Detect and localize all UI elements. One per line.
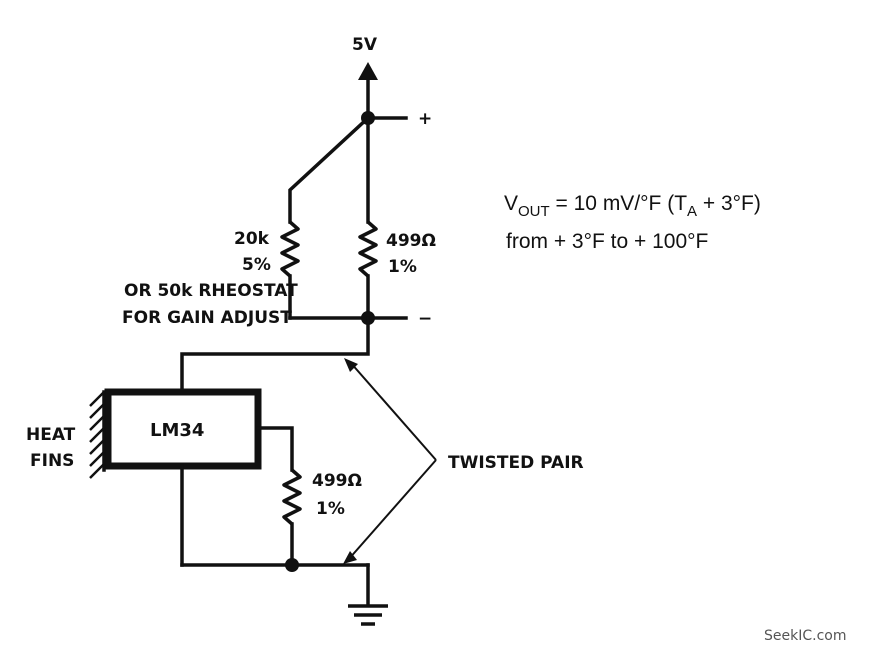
supply-label: 5V bbox=[352, 35, 378, 55]
top-resistor-tolerance: 1% bbox=[388, 257, 417, 277]
equation-middle: = 10 mV/°F (T bbox=[550, 192, 688, 215]
lm34-right-lead bbox=[256, 426, 294, 472]
minus-terminal-label: − bbox=[418, 309, 432, 329]
top-resistor-value: 499Ω bbox=[386, 231, 436, 251]
top-resistor bbox=[358, 220, 378, 278]
lm34-label: LM34 bbox=[150, 420, 204, 441]
rheostat-tolerance: 5% bbox=[242, 255, 271, 275]
twisted-pair-label: TWISTED PAIR bbox=[448, 453, 584, 473]
equation-end: + 3°F) bbox=[697, 192, 761, 215]
rheostat-value: 20k bbox=[234, 229, 270, 249]
twisted-pair-bracket bbox=[343, 358, 437, 564]
range-text: from + 3°F to + 100°F bbox=[506, 230, 708, 253]
rheostat-resistor bbox=[280, 220, 300, 278]
ground-symbol bbox=[348, 563, 388, 626]
ta-subscript: A bbox=[687, 203, 697, 220]
supply-arrow bbox=[358, 62, 378, 120]
rheostat-branch-wire bbox=[288, 115, 371, 224]
vout-v: V bbox=[504, 192, 518, 215]
heat-fins-label-line2: FINS bbox=[30, 451, 74, 471]
sensor-output-wire bbox=[180, 316, 370, 394]
heat-fins-hatch bbox=[89, 390, 106, 479]
watermark: SeekIC.com bbox=[764, 628, 846, 644]
rheostat-note-line2: FOR GAIN ADJUST bbox=[122, 308, 292, 328]
vout-subscript: OUT bbox=[518, 203, 550, 220]
plus-terminal-label: + bbox=[418, 109, 432, 129]
vout-equation: VOUT = 10 mV/°F (TA + 3°F) bbox=[504, 192, 761, 220]
bottom-resistor-tolerance: 1% bbox=[316, 499, 345, 519]
ground-node bbox=[285, 558, 299, 572]
bottom-resistor bbox=[282, 468, 302, 526]
bottom-resistor-value: 499Ω bbox=[312, 471, 362, 491]
rheostat-note-line1: OR 50k RHEOSTAT bbox=[124, 281, 298, 301]
heat-fins-label-line1: HEAT bbox=[26, 425, 76, 445]
